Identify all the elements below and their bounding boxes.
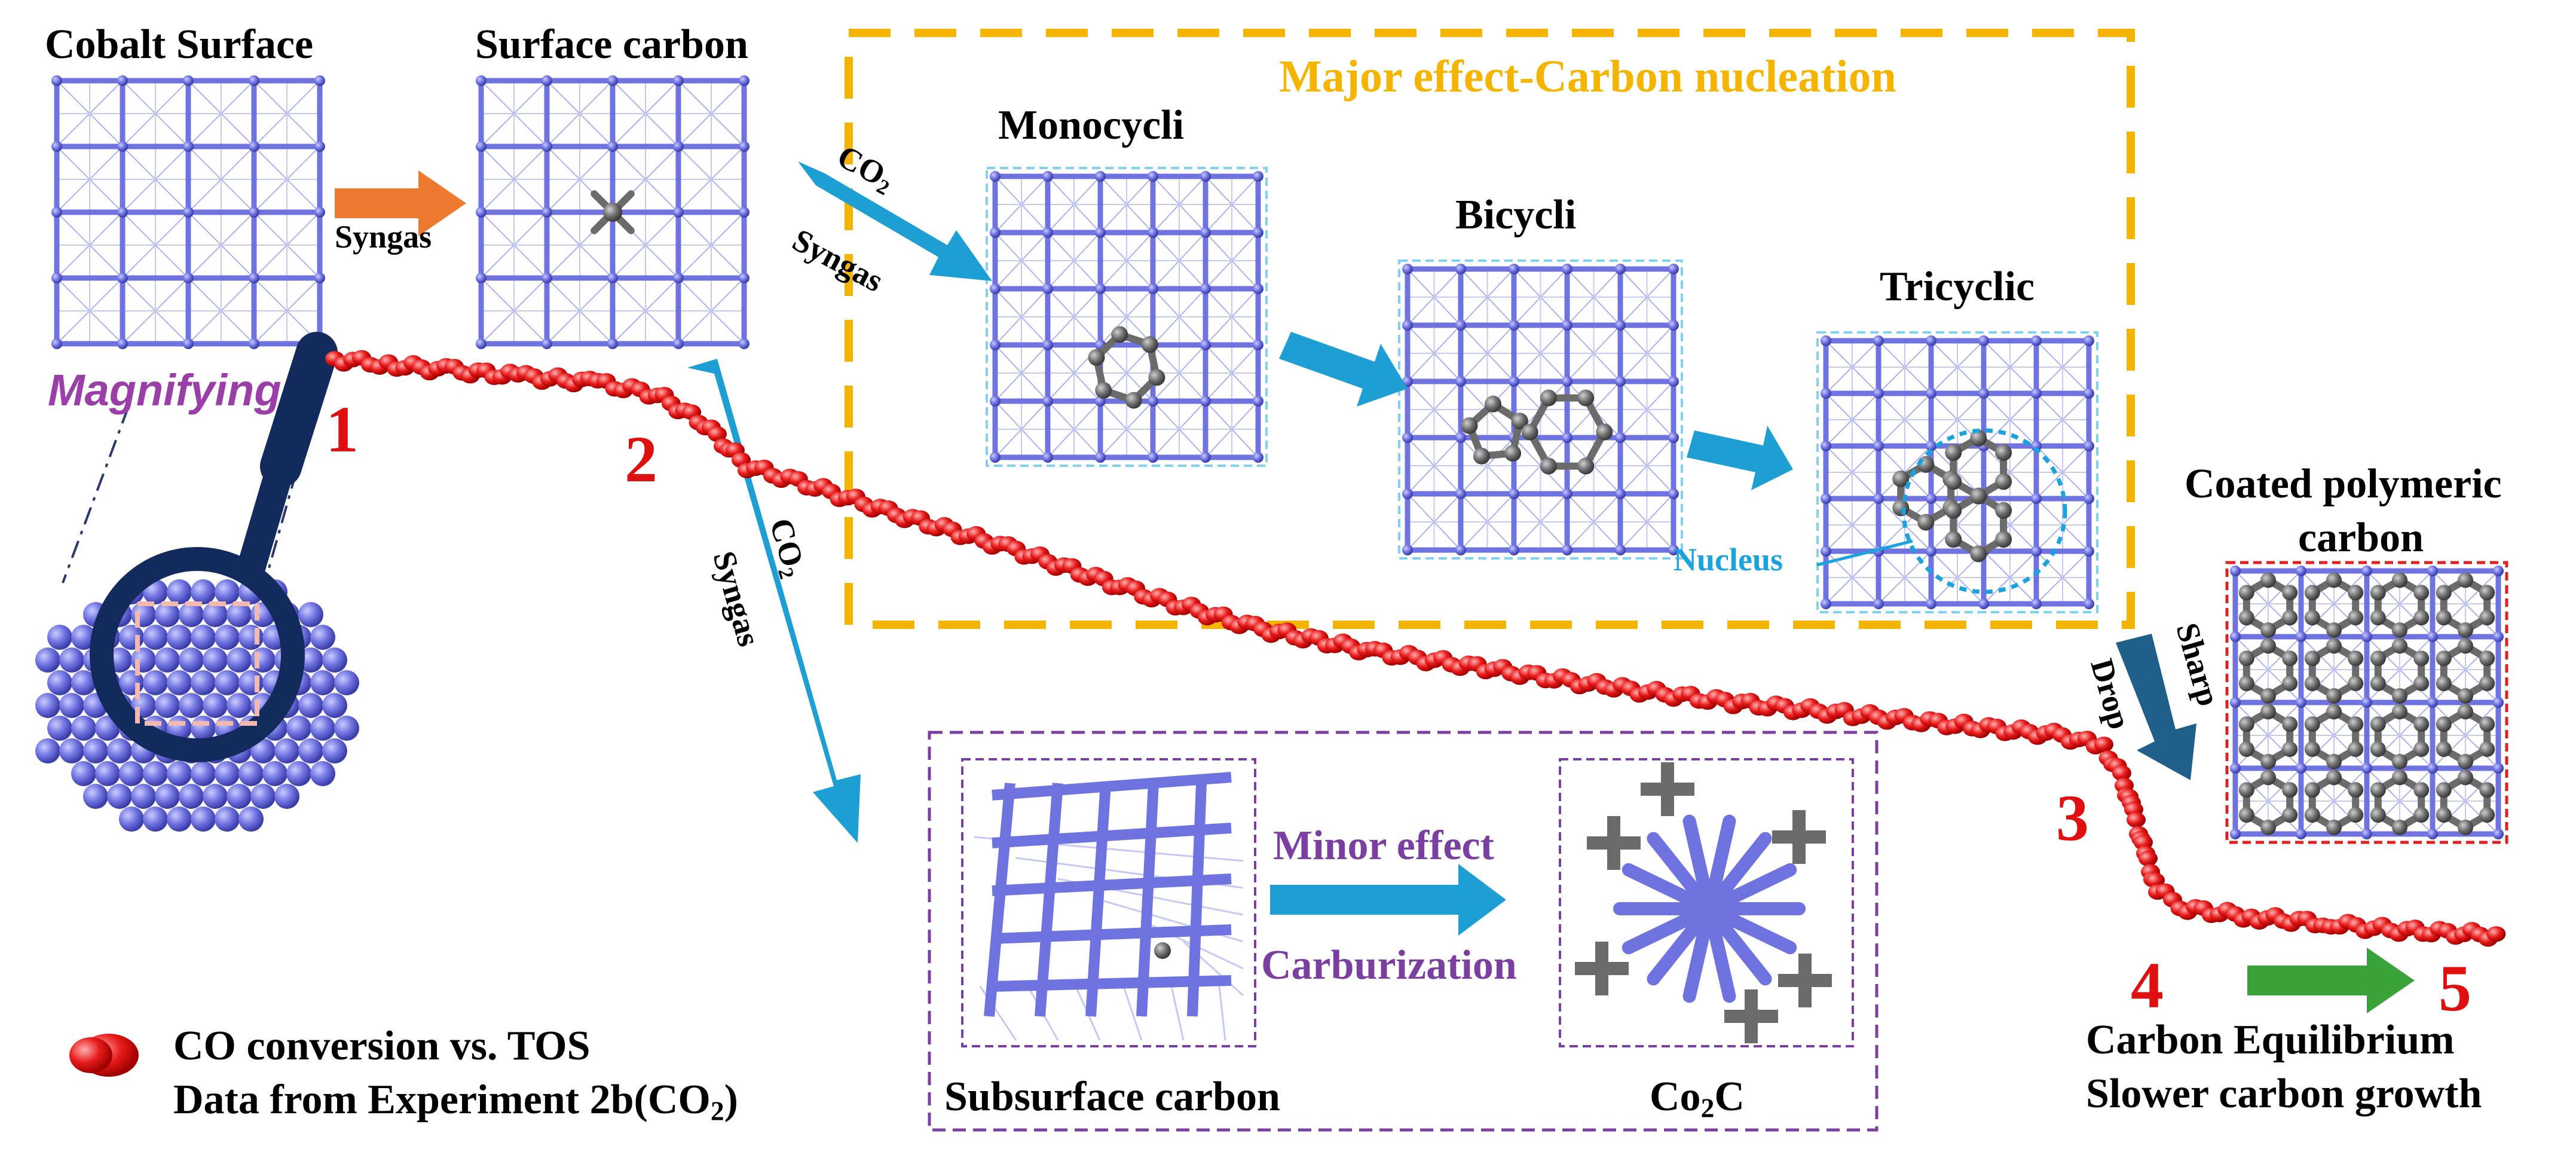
slower-growth-label: Slower carbon growth bbox=[2086, 1071, 2482, 1117]
magnifying-glass bbox=[35, 332, 359, 832]
syngas-label: Syngas bbox=[335, 219, 432, 255]
nucleus-label: Nucleus bbox=[1674, 542, 1783, 578]
point-3: 3 bbox=[2056, 781, 2089, 854]
co2c-structure bbox=[1559, 758, 1854, 1047]
co2-syngas-arrow-to-monocycli bbox=[798, 161, 992, 281]
tricyclic-label: Tricyclic bbox=[1880, 264, 2035, 310]
legend-marker bbox=[69, 1034, 139, 1077]
point-1: 1 bbox=[326, 393, 359, 466]
co-conversion-curve bbox=[325, 350, 2506, 947]
magnifying-label: Magnifying bbox=[48, 365, 282, 415]
carburization-label: Carburization bbox=[1261, 942, 1517, 988]
major-effect-title: Major effect-Carbon nucleation bbox=[1279, 51, 1896, 102]
surface-carbon-label: Surface carbon bbox=[475, 22, 748, 68]
monocycli-label: Monocycli bbox=[998, 102, 1185, 148]
surface-carbon-lattice bbox=[476, 75, 749, 349]
cobalt-surface-lattice bbox=[51, 75, 325, 349]
minor-effect-label: Minor effect bbox=[1273, 823, 1494, 869]
equilibrium-arrow bbox=[2247, 948, 2415, 1013]
sharp-drop-arrow bbox=[2116, 634, 2196, 780]
syngas-arrow bbox=[335, 170, 466, 236]
bicycli-label: Bicycli bbox=[1455, 192, 1577, 238]
subsurface-carbon-label: Subsurface carbon bbox=[944, 1074, 1280, 1120]
point-2: 2 bbox=[625, 423, 657, 496]
coated-carbon-label-1: Coated polymeric bbox=[2185, 461, 2502, 507]
nucleus-circle bbox=[1901, 428, 2067, 594]
legend-text-1: CO conversion vs. TOS bbox=[173, 1023, 591, 1069]
legend-text-2: Data from Experiment 2b(CO2) bbox=[173, 1077, 738, 1126]
subsurface-carbon-structure bbox=[961, 758, 1256, 1047]
monocycli-lattice bbox=[986, 167, 1268, 467]
major-effect-box bbox=[845, 29, 2135, 629]
co2c-label: Co2C bbox=[1650, 1074, 1745, 1123]
co2-syngas-arrow-to-subsurface bbox=[687, 359, 861, 843]
point-5: 5 bbox=[2439, 952, 2471, 1025]
coated-carbon-label-2: carbon bbox=[2298, 515, 2424, 561]
monocycli-to-bicycli-arrow bbox=[1279, 332, 1408, 407]
coated-polymeric-carbon-lattice bbox=[2225, 561, 2508, 844]
point-4: 4 bbox=[2131, 949, 2164, 1022]
tricyclic-lattice bbox=[1816, 331, 2098, 613]
bicycli-to-tricyclic-arrow bbox=[1687, 426, 1793, 490]
nucleus-pointer bbox=[1816, 539, 1913, 567]
minor-effect-box bbox=[928, 731, 1879, 1132]
cobalt-surface-label: Cobalt Surface bbox=[45, 22, 314, 68]
carbon-equilibrium-label: Carbon Equilibrium bbox=[2086, 1017, 2455, 1063]
minor-effect-arrow bbox=[1270, 864, 1506, 936]
bicycli-lattice bbox=[1398, 259, 1683, 560]
